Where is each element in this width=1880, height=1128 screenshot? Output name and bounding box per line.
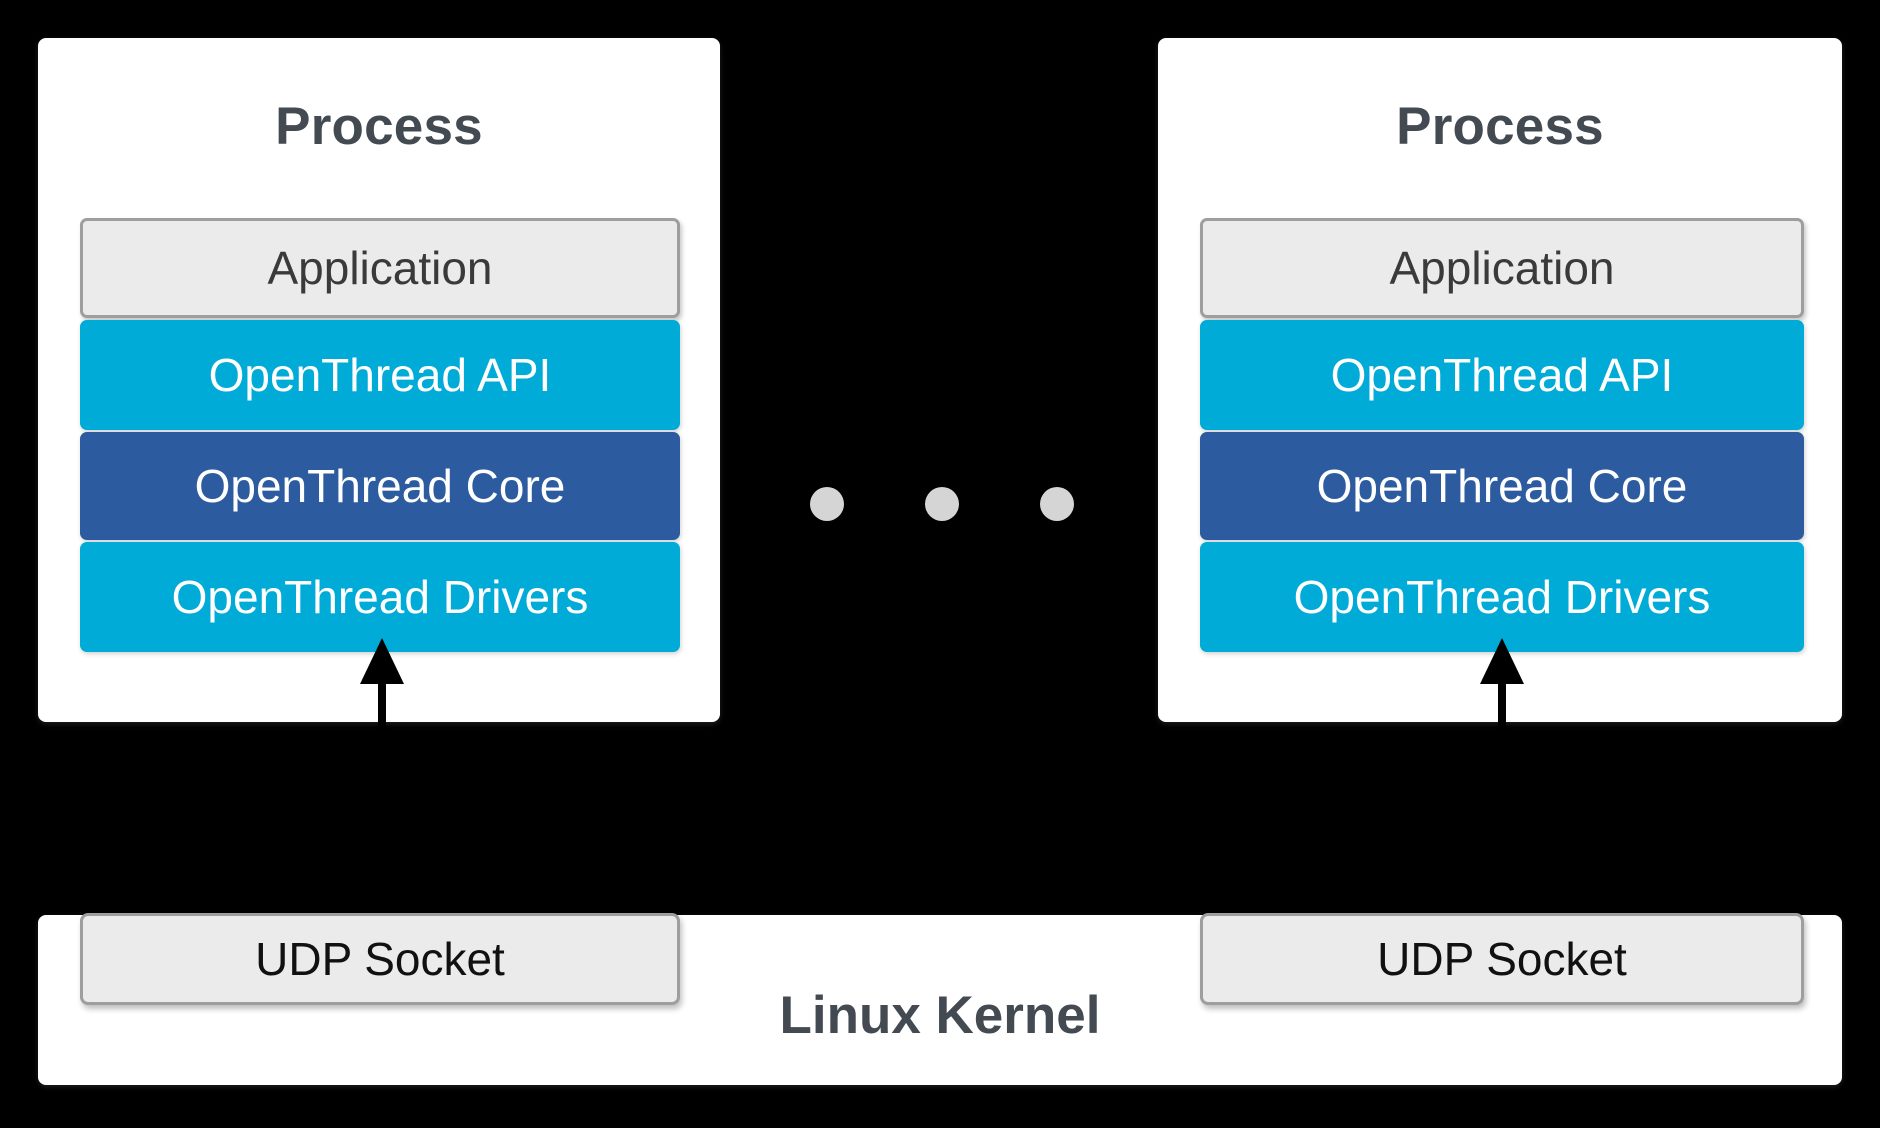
layer-label: OpenThread Core	[194, 460, 566, 512]
udp-socket-label: UDP Socket	[1377, 933, 1627, 985]
ellipsis-dot-3	[1040, 487, 1074, 521]
layer-openthread-drivers-right: OpenThread Drivers	[1200, 542, 1804, 652]
ellipsis-dot-1	[810, 487, 844, 521]
layer-label: OpenThread API	[1330, 349, 1674, 401]
layer-label: OpenThread Drivers	[171, 571, 589, 623]
process-title-right: Process	[1396, 97, 1604, 156]
layer-application-left: Application	[80, 218, 680, 318]
layer-label: OpenThread Core	[1316, 460, 1688, 512]
layer-label: Application	[1389, 242, 1615, 294]
layer-openthread-drivers-left: OpenThread Drivers	[80, 542, 680, 652]
process-title-left: Process	[275, 97, 483, 156]
ellipsis-dot-2	[925, 487, 959, 521]
layer-application-right: Application	[1200, 218, 1804, 318]
layer-label: OpenThread Drivers	[1293, 571, 1711, 623]
layer-label: Application	[267, 242, 493, 294]
layer-openthread-core-right: OpenThread Core	[1200, 432, 1804, 540]
kernel-title: Linux Kernel	[779, 986, 1101, 1045]
layer-openthread-core-left: OpenThread Core	[80, 432, 680, 540]
udp-socket-box-right: UDP Socket	[1200, 913, 1804, 1005]
udp-socket-label: UDP Socket	[255, 933, 505, 985]
layer-label: OpenThread API	[208, 349, 552, 401]
connector-arrow-left	[360, 638, 404, 730]
layer-openthread-api-left: OpenThread API	[80, 320, 680, 430]
udp-socket-box-left: UDP Socket	[80, 913, 680, 1005]
connector-arrow-right	[1480, 638, 1524, 730]
layer-openthread-api-right: OpenThread API	[1200, 320, 1804, 430]
